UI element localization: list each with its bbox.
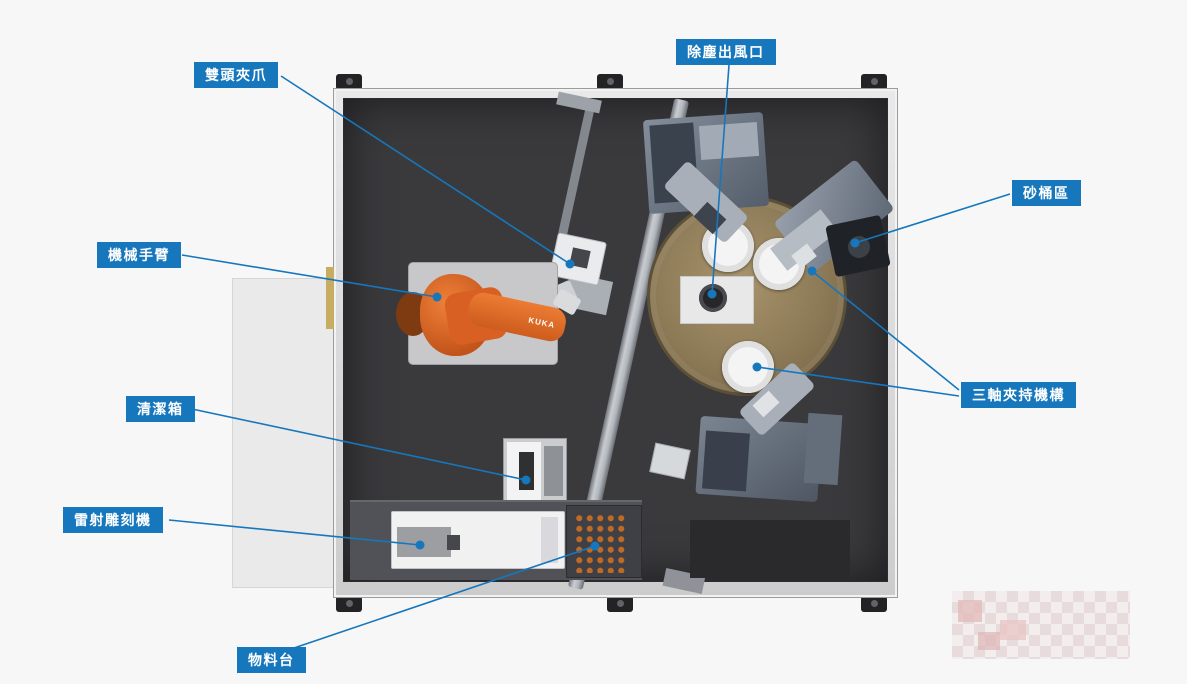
mount-hole <box>616 600 624 607</box>
clamp-machine-bottom-dark-block <box>702 430 750 492</box>
mount-hole <box>345 600 353 607</box>
bottom-right-base-slab <box>690 520 850 578</box>
label-sand-bucket-area: 砂桶區 <box>1012 180 1081 206</box>
clamp-machine-bottom-side <box>803 412 843 486</box>
mount-tab <box>861 74 887 90</box>
mount-tab <box>597 74 623 90</box>
label-dust-extraction-outlet: 除塵出風口 <box>676 39 776 65</box>
left-side-panel <box>232 278 334 588</box>
material-pucks-grid <box>572 511 626 573</box>
watermark-tile <box>958 600 982 622</box>
label-robot-arm: 機械手臂 <box>97 242 181 268</box>
sand-bucket-opening <box>848 236 870 258</box>
gripper-detail <box>569 247 591 269</box>
watermark-tile <box>978 632 1000 650</box>
label-dual-head-gripper: 雙頭夾爪 <box>194 62 278 88</box>
mount-hole <box>606 78 614 85</box>
dust-outlet-hole <box>699 284 727 312</box>
mount-hole <box>870 78 878 85</box>
mount-tab <box>607 596 633 612</box>
label-three-axis-clamping-mechanism: 三軸夾持機構 <box>961 382 1076 408</box>
laser-engraver-detail <box>541 517 558 563</box>
watermark-tile <box>1000 620 1026 640</box>
cleaning-box-slot <box>519 452 534 490</box>
mount-hole <box>870 600 878 607</box>
label-material-table: 物料台 <box>237 647 306 673</box>
mount-hole <box>345 78 353 85</box>
clamp-machine-top-light-block <box>698 122 760 160</box>
laser-head <box>447 535 460 550</box>
label-laser-engraver: 雷射雕刻機 <box>63 507 163 533</box>
robot-brand-text: KUKA <box>527 315 557 330</box>
mount-tab <box>336 596 362 612</box>
laser-engraver-bed <box>397 527 451 557</box>
cleaning-box-side <box>544 446 563 496</box>
mount-tab <box>861 596 887 612</box>
frame-side-detail <box>326 267 334 329</box>
label-cleaning-box: 清潔箱 <box>126 396 195 422</box>
